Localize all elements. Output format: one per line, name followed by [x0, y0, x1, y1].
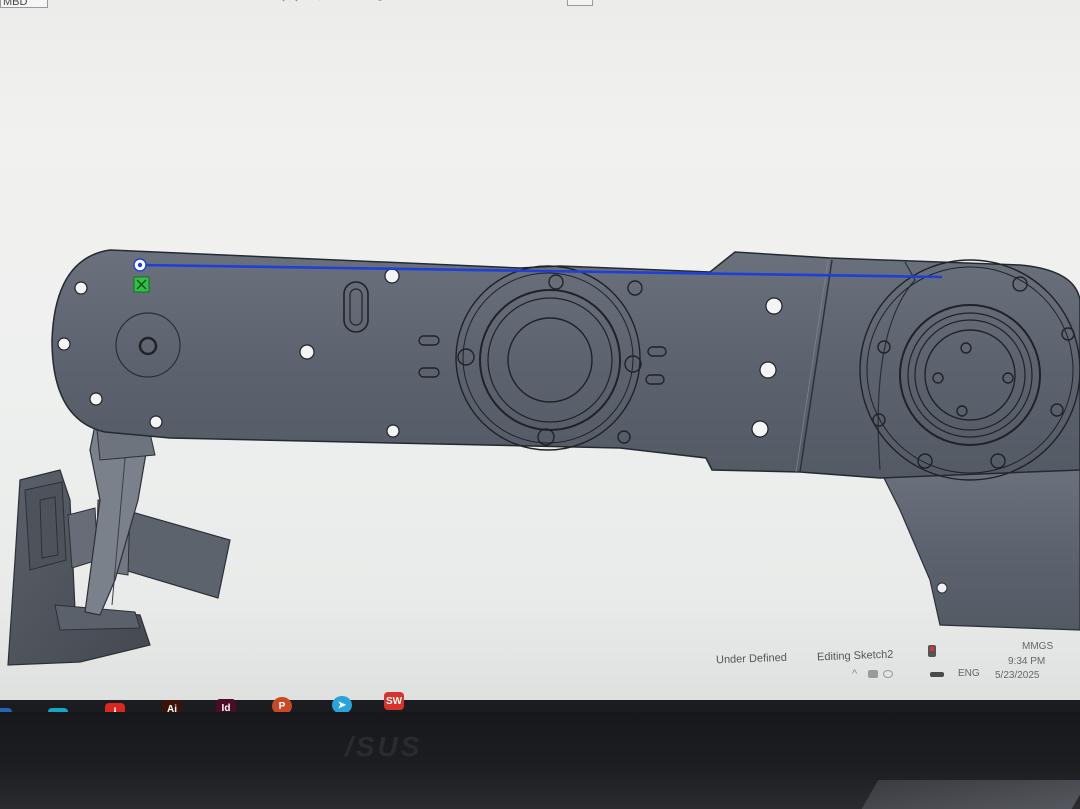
servo-assembly[interactable] — [7, 424, 231, 666]
sketch-status: Under Defined — [715, 651, 788, 667]
laptop-brand-logo: /SUS — [345, 731, 423, 762]
volume-icon[interactable] — [883, 670, 893, 678]
cad-graphics-area[interactable] — [0, 0, 1080, 700]
telegram-icon[interactable]: ➤ — [332, 696, 352, 714]
powerpoint-icon[interactable]: P — [272, 697, 292, 715]
flange-bolt-holes — [457, 274, 1075, 469]
mbd-tab[interactable]: MBD — [0, 0, 48, 8]
system-tray[interactable]: ^ ENG 9:34 PM 5/23/2025 — [850, 656, 1080, 698]
battery-icon[interactable] — [930, 672, 944, 677]
tray-chevron-icon[interactable]: ^ — [852, 668, 858, 680]
lower-arm-link[interactable] — [879, 469, 1080, 631]
sketch-line[interactable] — [139, 263, 943, 279]
sketch-geometry[interactable] — [133, 258, 943, 293]
laptop-keyboard-edge — [861, 780, 1080, 809]
clock-time[interactable]: 9:34 PM — [1008, 656, 1046, 667]
language-indicator[interactable]: ENG — [958, 668, 980, 679]
solidworks-icon[interactable]: SW — [384, 692, 404, 710]
toolbar-button[interactable] — [567, 0, 593, 6]
mount-hole — [936, 582, 948, 594]
status-bar: Under Defined Editing Sketch2 MMGS — [700, 641, 1080, 675]
cad-viewport[interactable]: MBD — [0, 0, 1080, 700]
editing-mode-label: Editing Sketch2 — [816, 648, 894, 664]
network-icon[interactable] — [868, 670, 878, 678]
upper-arm-part[interactable] — [51, 249, 1080, 481]
units-selector[interactable]: MMGS — [1022, 641, 1054, 652]
through-holes — [57, 268, 783, 438]
rebuild-icon[interactable] — [928, 645, 936, 657]
clock-date[interactable]: 5/23/2025 — [995, 670, 1040, 681]
